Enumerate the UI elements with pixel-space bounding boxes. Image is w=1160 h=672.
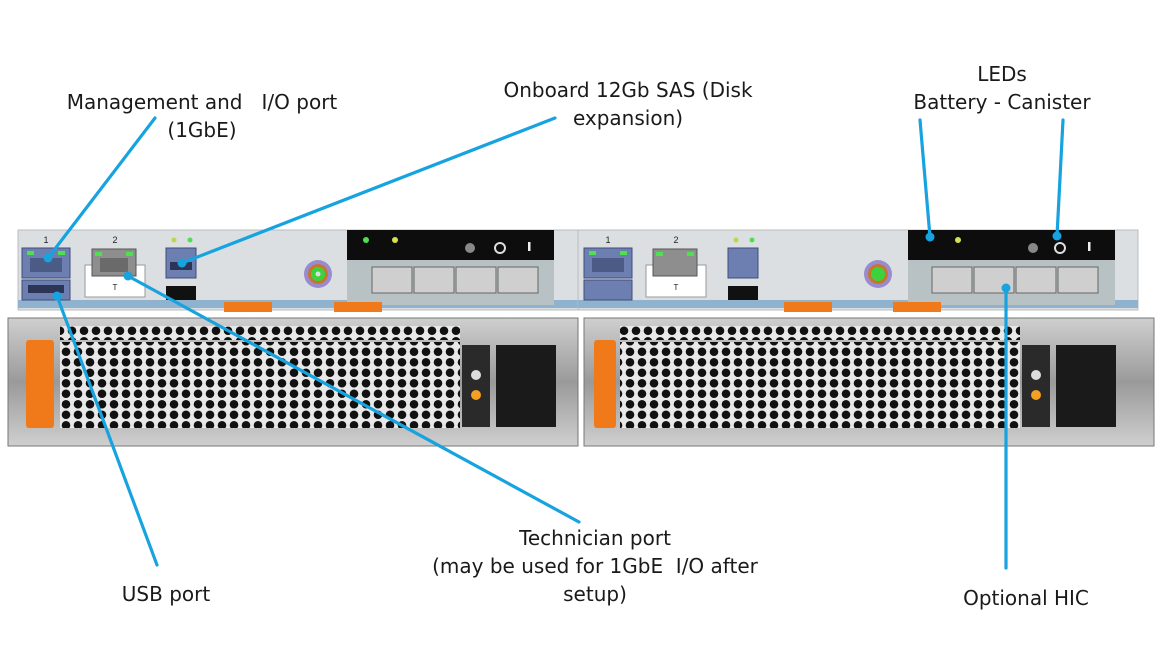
- label-usb-port: USB port: [86, 580, 246, 608]
- controller-canister-2: 1 T 2: [577, 229, 1139, 312]
- port-number-1: 1: [43, 235, 48, 245]
- usb-port-1: [21, 279, 71, 301]
- power-supply-1: [7, 317, 579, 447]
- release-latch: [224, 302, 272, 312]
- callout-line-usb: [55, 294, 159, 567]
- controller-canister-1: 1 T 2: [17, 229, 579, 312]
- technician-port-1: T: [84, 248, 146, 298]
- technician-port-tag-2: T: [674, 283, 679, 292]
- label-leds-line2: Battery - Canister: [913, 90, 1091, 114]
- hic-panel-1: [347, 230, 554, 305]
- label-management-line2: (1GbE): [167, 118, 237, 142]
- label-technician-port: Technician port (may be used for 1GbE I/…: [400, 524, 790, 608]
- management-port-1: [21, 247, 71, 279]
- power-supply-2: [583, 317, 1155, 447]
- callout-dot: [52, 291, 62, 301]
- label-sas-line1: Onboard 12Gb SAS (Disk: [503, 78, 753, 102]
- label-usb-line1: USB port: [121, 582, 211, 606]
- callout-line-battery-led: [918, 118, 932, 239]
- label-leds-line1: LEDs: [977, 62, 1027, 86]
- label-sas-port: Onboard 12Gb SAS (Disk expansion): [478, 76, 778, 132]
- callout-line-management: [46, 116, 157, 260]
- technician-port-tag-1: T: [113, 283, 118, 292]
- label-technician-line1: Technician port: [519, 526, 671, 550]
- callout-dot: [1052, 231, 1062, 241]
- callout-line-sas: [180, 116, 557, 265]
- label-technician-line2: (may be used for 1GbE I/O after: [432, 554, 758, 578]
- canister-led: [1054, 242, 1066, 254]
- label-optional-hic: Optional HIC: [936, 584, 1116, 612]
- port-number-2: 2: [112, 235, 117, 245]
- thumbscrew-1: [304, 260, 332, 288]
- label-technician-line3: setup): [563, 582, 627, 606]
- port-number-2: 2: [673, 235, 678, 245]
- label-sas-line2: expansion): [572, 106, 684, 130]
- callout-line-canister-led: [1055, 118, 1065, 238]
- port-number-1: 1: [605, 235, 610, 245]
- label-hic-line1: Optional HIC: [963, 586, 1089, 610]
- release-latch: [334, 302, 382, 312]
- callout-dot: [123, 271, 133, 281]
- battery-led: [955, 237, 961, 243]
- power-inlet: [496, 345, 556, 427]
- psu-handle: [26, 340, 54, 428]
- callout-line-technician: [126, 274, 581, 524]
- callout-dot: [177, 258, 187, 268]
- callout-dot: [925, 232, 935, 242]
- label-management-port: Management and I/O port (1GbE): [52, 88, 352, 144]
- led-panel: [908, 230, 1115, 260]
- label-management-line1: Management and I/O port: [66, 90, 338, 114]
- callout-dot: [43, 253, 53, 263]
- label-leds: LEDs Battery - Canister: [880, 60, 1124, 116]
- callout-dot: [1001, 283, 1011, 293]
